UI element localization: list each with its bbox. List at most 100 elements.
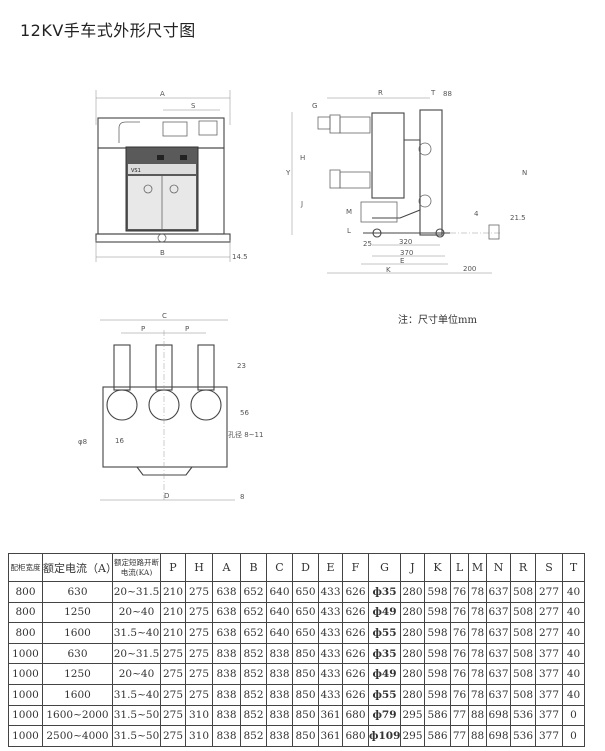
table-cell: ф55	[368, 683, 401, 706]
dim-phi8: φ8	[78, 438, 87, 446]
column-header: J	[400, 553, 425, 582]
table-cell: 640	[266, 622, 293, 644]
table-cell: 77	[450, 704, 469, 727]
table-cell: 698	[486, 725, 511, 747]
table-cell: 626	[342, 663, 369, 685]
table-cell: 280	[400, 601, 425, 624]
table-cell: 1600~2000	[42, 704, 113, 727]
table-cell: 275	[185, 601, 213, 624]
table-cell: 650	[292, 601, 319, 624]
table-cell: 850	[292, 683, 319, 706]
table-cell: 1000	[8, 683, 43, 706]
dim-370: 370	[400, 249, 413, 257]
table-cell: 586	[424, 725, 451, 747]
table-cell: 1000	[8, 704, 43, 727]
table-cell: 536	[510, 725, 536, 747]
table-cell: 640	[266, 581, 293, 603]
table-cell: 31.5~50	[112, 725, 161, 747]
dim-8: 8	[240, 493, 244, 501]
table-cell: 508	[510, 601, 536, 624]
table-cell: 852	[240, 642, 267, 665]
table-cell: 850	[292, 704, 319, 727]
table-cell: 626	[342, 683, 369, 706]
table-cell: 78	[468, 683, 487, 706]
table-cell: 277	[535, 581, 563, 603]
table-cell: ф35	[368, 642, 401, 665]
dim-n: N	[522, 169, 527, 177]
table-cell: 280	[400, 622, 425, 644]
table-cell: 20~31.5	[112, 581, 161, 603]
table-cell: 78	[468, 642, 487, 665]
table-cell: 638	[212, 601, 241, 624]
table-cell: 88	[468, 725, 487, 747]
table-cell: 637	[486, 642, 511, 665]
table-cell: 295	[400, 704, 425, 727]
dim-b: B	[160, 249, 165, 257]
dim-t: T	[430, 89, 436, 97]
table-cell: 598	[424, 642, 451, 665]
table-cell: 76	[450, 663, 469, 685]
table-cell: 1000	[8, 663, 43, 685]
table-cell: 800	[8, 601, 43, 624]
dim-m: M	[346, 208, 352, 216]
vs1-label: VS1	[131, 168, 141, 174]
dim-p-1: P	[141, 325, 145, 333]
table-cell: 850	[292, 642, 319, 665]
dim-23: 23	[237, 362, 246, 370]
column-header: K	[424, 553, 451, 582]
table-cell: 852	[240, 725, 267, 747]
table-cell: 640	[266, 601, 293, 624]
table-cell: 76	[450, 622, 469, 644]
table-cell: ф49	[368, 601, 401, 624]
dim-l: L	[347, 227, 351, 235]
table-cell: ф109	[368, 725, 401, 747]
table-cell: 377	[535, 704, 563, 727]
table-cell: 1000	[8, 642, 43, 665]
unit-note: 注：尺寸单位mm	[398, 315, 477, 326]
table-cell: 680	[342, 725, 369, 747]
dim-14-5: 14.5	[232, 253, 248, 261]
dim-200: 200	[463, 265, 476, 273]
table-cell: 637	[486, 663, 511, 685]
table-cell: 698	[486, 704, 511, 727]
table-cell: 275	[185, 642, 213, 665]
table-cell: 377	[535, 663, 563, 685]
table-cell: 852	[240, 683, 267, 706]
dim-h: H	[300, 154, 305, 162]
table-cell: 76	[450, 642, 469, 665]
column-header: D	[292, 553, 319, 582]
column-header: H	[185, 553, 213, 582]
table-cell: 630	[42, 642, 113, 665]
table-cell: 598	[424, 663, 451, 685]
column-header: 配柜宽度	[8, 553, 43, 582]
column-header: G	[368, 553, 401, 582]
table-cell: 78	[468, 601, 487, 624]
table-cell: 295	[400, 725, 425, 747]
column-header: C	[266, 553, 293, 582]
dim-21-5: 21.5	[510, 214, 526, 222]
table-cell: 275	[160, 683, 186, 706]
table-cell: ф35	[368, 581, 401, 603]
column-header: R	[510, 553, 536, 582]
table-cell: 598	[424, 683, 451, 706]
dim-25: 25	[363, 240, 372, 248]
table-cell: 598	[424, 601, 451, 624]
table-cell: 838	[266, 642, 293, 665]
side-view-drawing: R T 88 Y H J G M L 4 21.5 N 25 320 370 E…	[285, 89, 527, 274]
table-cell: 280	[400, 683, 425, 706]
table-cell: 0	[562, 704, 585, 727]
dim-k: K	[386, 266, 391, 274]
table-cell: 78	[468, 622, 487, 644]
table-cell: 377	[535, 725, 563, 747]
table-cell: 1250	[42, 601, 113, 624]
table-cell: 275	[185, 622, 213, 644]
column-header: N	[486, 553, 511, 582]
table-cell: 852	[240, 663, 267, 685]
table-cell: 637	[486, 683, 511, 706]
table-cell: 650	[292, 622, 319, 644]
